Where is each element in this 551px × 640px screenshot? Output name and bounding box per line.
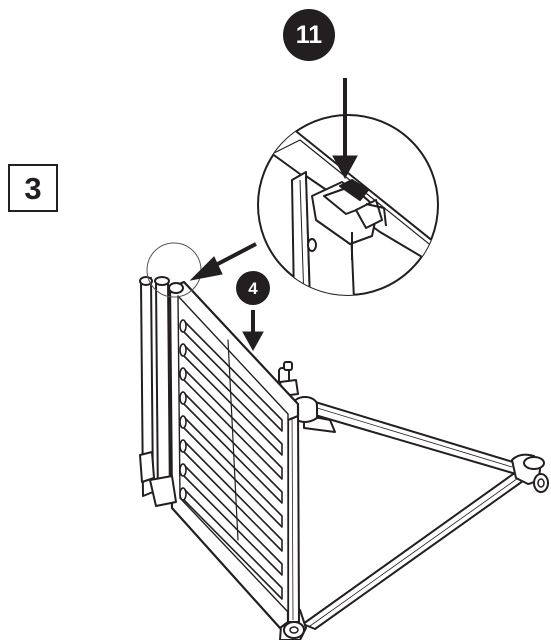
step-number-box: 3 [8, 164, 58, 212]
detail-arrow-icon [189, 242, 257, 281]
part-callout-label: 11 [295, 20, 323, 49]
panel-fold-line [227, 339, 239, 541]
left-post-inner [155, 279, 171, 505]
step-number: 3 [24, 170, 42, 206]
down-arrow-icon [242, 310, 264, 352]
panel-slats [182, 319, 283, 600]
part-callout-label: 4 [248, 278, 258, 298]
down-arrow-icon [332, 78, 358, 180]
rear-diagonal-tube [297, 397, 517, 475]
part-callout-11: 11 [283, 9, 335, 61]
detail-zoom-view [257, 114, 439, 296]
side-panel [139, 242, 300, 630]
base-frame [279, 396, 549, 640]
part-callout-4: 4 [236, 271, 270, 305]
